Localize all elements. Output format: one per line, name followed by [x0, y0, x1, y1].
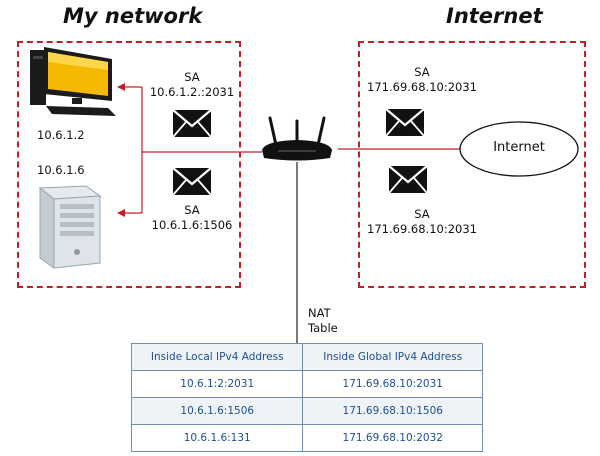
nat-table-header-row: Inside Local IPv4 Address Inside Global …: [130, 343, 483, 371]
packet-label-left-top: SA 10.6.1.2.:2031: [140, 70, 244, 100]
my-network-zone: [17, 41, 241, 288]
packet-address: 10.6.1.6:1506: [151, 218, 233, 232]
envelope-left-top: [172, 109, 212, 138]
inside-local-cell: 10.6.1.6:1506: [130, 397, 304, 425]
packet-address: 171.69.68.10:2031: [367, 222, 477, 236]
nat-header-inside-global: Inside Global IPv4 Address: [302, 343, 483, 371]
internet-zone: [358, 41, 586, 288]
nat-header-inside-local: Inside Local IPv4 Address: [130, 343, 304, 371]
inside-global-cell: 171.69.68.10:1506: [302, 397, 483, 425]
packet-label-right-top: SA 171.69.68.10:2031: [360, 65, 484, 95]
nat-table-row: 10.6.1.6:1506 171.69.68.10:1506: [130, 397, 483, 425]
packet-label-left-bottom: SA 10.6.1.6:1506: [140, 203, 244, 233]
packet-sa-label: SA: [414, 207, 430, 221]
nat-table: Inside Local IPv4 Address Inside Global …: [130, 343, 483, 452]
server-ip-label: 10.6.1.6: [37, 163, 85, 177]
packet-sa-label: SA: [184, 203, 200, 217]
packet-address: 171.69.68.10:2031: [367, 80, 477, 94]
inside-global-cell: 171.69.68.10:2031: [302, 370, 483, 398]
internet-cloud-label: Internet: [493, 140, 545, 155]
envelope-left-bottom: [172, 167, 212, 196]
inside-global-cell: 171.69.68.10:2032: [302, 424, 483, 452]
nat-table-row: 10.6.1.6:131 171.69.68.10:2032: [130, 424, 483, 452]
internet-title: Internet: [446, 4, 543, 28]
nat-caption-line2: Table: [308, 321, 338, 335]
packet-label-right-bottom: SA 171.69.68.10:2031: [360, 207, 484, 237]
packet-sa-label: SA: [184, 70, 200, 84]
nat-table-row: 10.6.1:2:2031 171.69.68.10:2031: [130, 370, 483, 398]
packet-sa-label: SA: [414, 65, 430, 79]
my-network-title: My network: [63, 4, 203, 28]
envelope-right-top: [385, 108, 425, 137]
pc-ip-label: 10.6.1.2: [37, 128, 85, 142]
packet-address: 10.6.1.2.:2031: [149, 85, 235, 99]
nat-caption-line1: NAT: [308, 306, 331, 320]
envelope-right-bottom: [388, 165, 428, 194]
inside-local-cell: 10.6.1.6:131: [130, 424, 304, 452]
nat-table-caption: NAT Table: [308, 306, 338, 336]
inside-local-cell: 10.6.1:2:2031: [130, 370, 304, 398]
